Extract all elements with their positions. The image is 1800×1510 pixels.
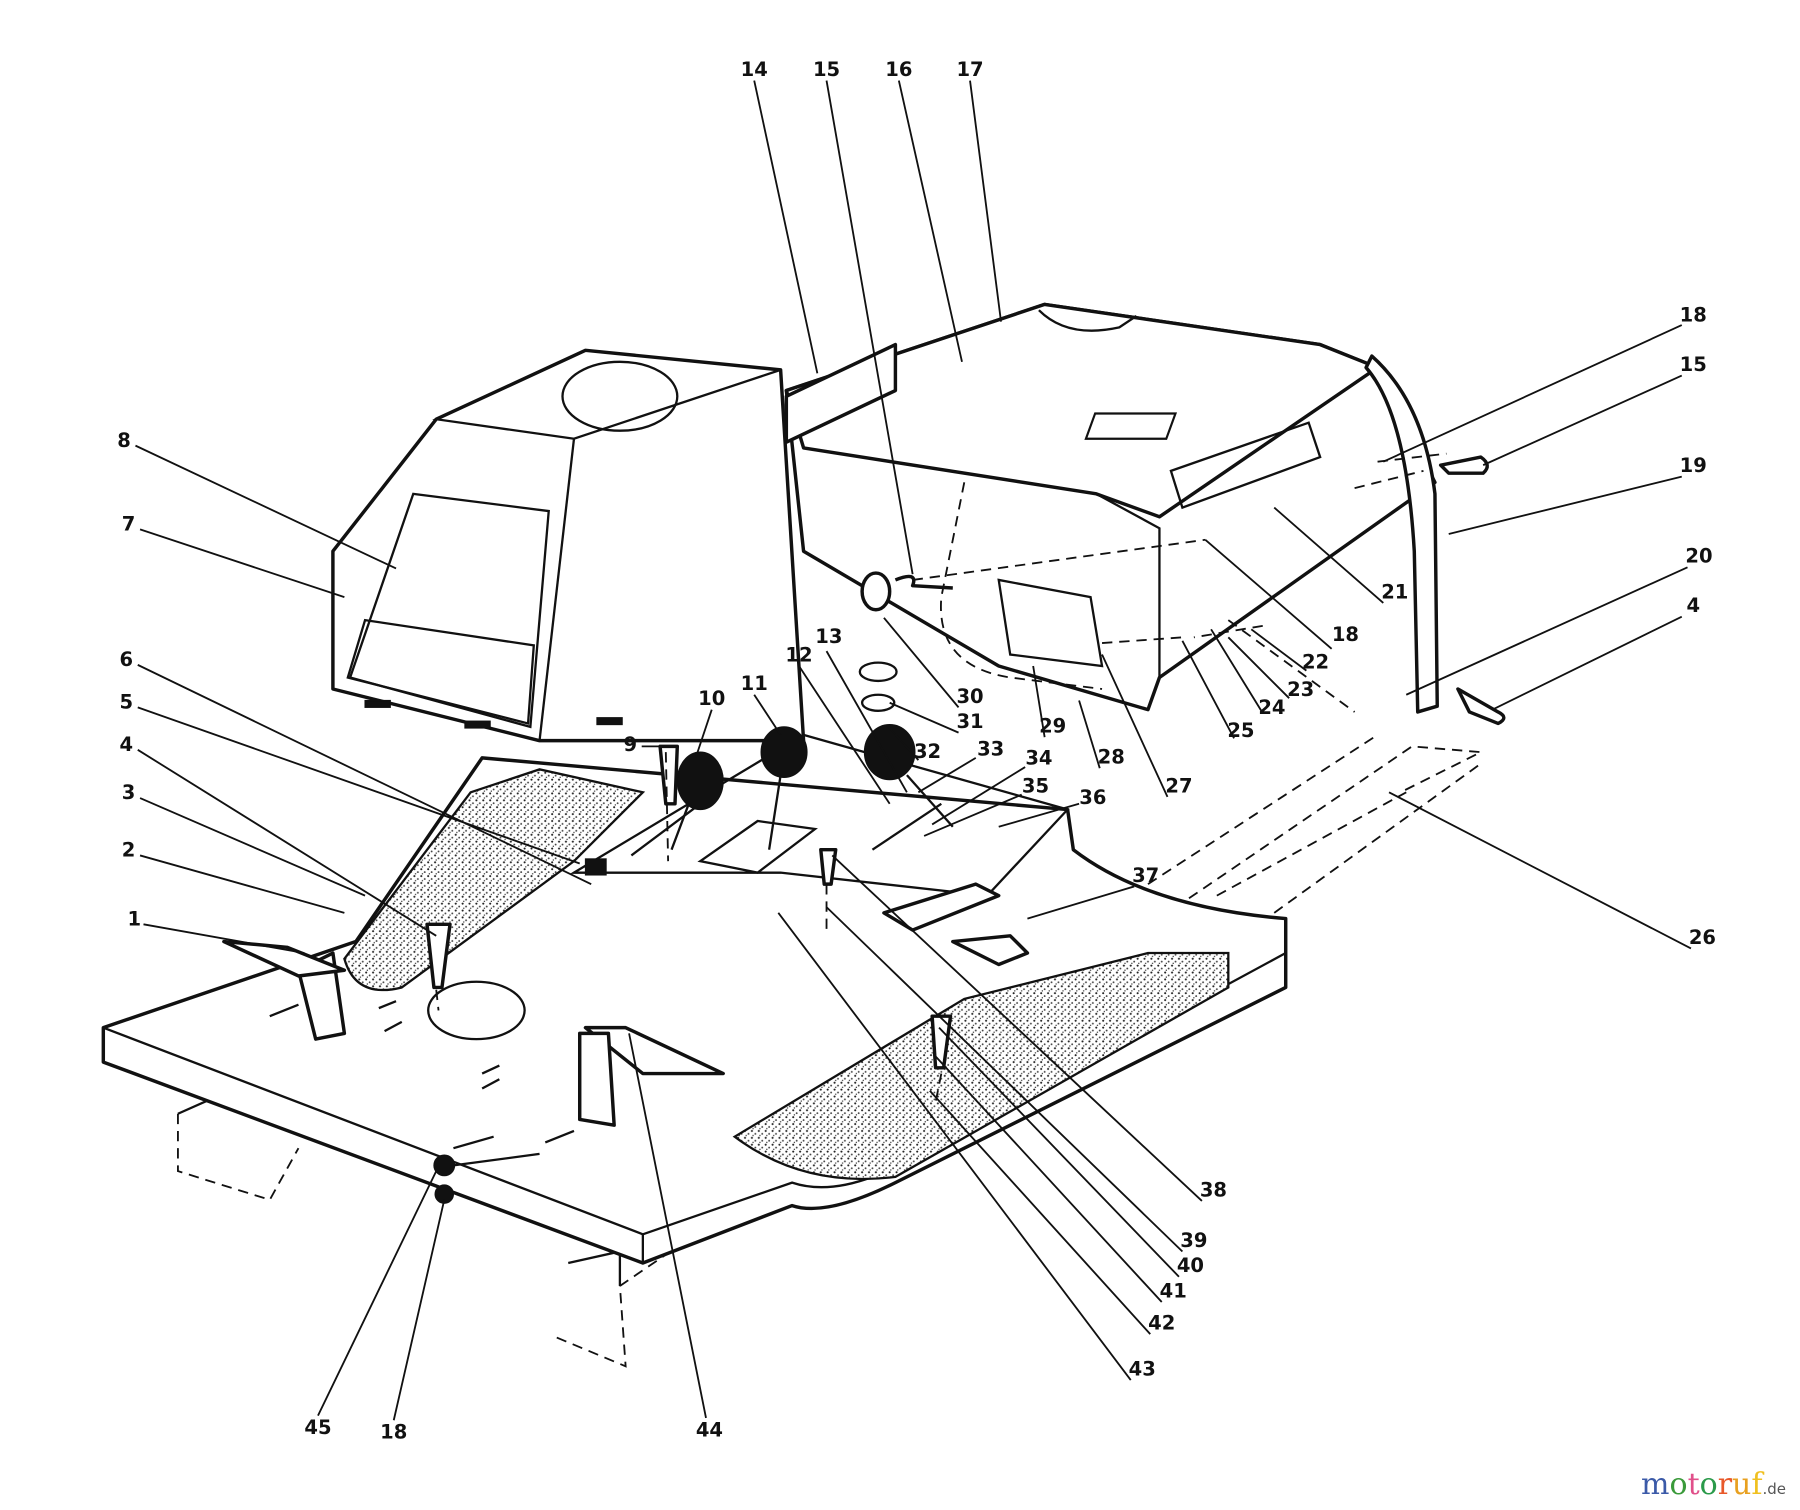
callout-20: 20: [1685, 545, 1712, 568]
callout-25: 25: [1227, 719, 1254, 742]
callout-labels: 14 15 16 17 18 15 19 20 4 21 18 22 23 24…: [117, 58, 1716, 1444]
callout-34: 34: [1025, 747, 1052, 770]
callout-14: 14: [741, 58, 768, 81]
callout-11: 11: [741, 672, 768, 695]
callout-45: 45: [304, 1416, 331, 1439]
callout-13: 13: [815, 625, 842, 648]
callout-29: 29: [1039, 715, 1066, 738]
watermark-text: motoruf: [1641, 1467, 1762, 1502]
control-panel: [425, 455, 1506, 1204]
callout-10: 10: [698, 687, 725, 710]
callout-32: 32: [914, 740, 941, 763]
callout-18: 18: [1680, 304, 1707, 327]
console-cover: [331, 348, 806, 743]
callout-1: 1: [128, 907, 142, 930]
callout-23: 23: [1287, 678, 1314, 701]
callout-24: 24: [1258, 696, 1285, 719]
watermark-logo: motoruf.de: [1641, 1467, 1786, 1502]
callout-leaders: [135, 80, 1692, 1421]
callout-3: 3: [122, 781, 136, 804]
callout-7: 7: [122, 513, 136, 536]
callout-16: 16: [885, 58, 912, 81]
callout-40: 40: [1177, 1254, 1204, 1277]
callout-43: 43: [1129, 1357, 1156, 1380]
callout-41: 41: [1160, 1279, 1187, 1302]
callout-4: 4: [1686, 594, 1700, 617]
watermark-letter: r: [1717, 1467, 1733, 1502]
callout-35: 35: [1022, 774, 1049, 797]
callout-5: 5: [119, 691, 133, 714]
watermark-letter: m: [1641, 1467, 1670, 1502]
callout-37: 37: [1132, 864, 1159, 887]
callout-39: 39: [1180, 1229, 1207, 1252]
watermark-suffix: .de: [1762, 1480, 1786, 1498]
side-panel: [784, 342, 898, 444]
callout-18: 18: [1332, 623, 1359, 646]
callout-38: 38: [1200, 1178, 1227, 1201]
callout-31: 31: [956, 710, 983, 733]
callout-6: 6: [119, 648, 133, 671]
callout-22: 22: [1302, 650, 1329, 673]
callout-12: 12: [785, 643, 812, 666]
callout-9: 9: [623, 733, 637, 756]
watermark-letter: o: [1669, 1467, 1688, 1502]
rear-body-panel: [784, 302, 1439, 714]
callout-42: 42: [1148, 1312, 1175, 1335]
callout-44: 44: [696, 1418, 723, 1441]
callout-19: 19: [1680, 454, 1707, 477]
callout-26: 26: [1689, 926, 1716, 949]
callout-15: 15: [813, 58, 840, 81]
footrest-floor-pan: [101, 756, 1288, 1265]
callout-28: 28: [1098, 746, 1125, 769]
callout-2: 2: [122, 839, 136, 862]
callout-21: 21: [1381, 580, 1408, 603]
watermark-letter: u: [1732, 1467, 1752, 1502]
watermark-letter: f: [1751, 1467, 1763, 1502]
watermark-letter: t: [1687, 1467, 1700, 1502]
callout-4: 4: [119, 733, 133, 756]
callout-27: 27: [1165, 774, 1192, 797]
callout-8: 8: [117, 429, 131, 452]
callout-30: 30: [956, 685, 983, 708]
callout-18: 18: [380, 1421, 407, 1444]
callout-17: 17: [956, 58, 983, 81]
callout-33: 33: [977, 738, 1004, 761]
callout-15: 15: [1680, 353, 1707, 376]
watermark-letter: o: [1699, 1467, 1718, 1502]
callout-36: 36: [1079, 786, 1106, 809]
